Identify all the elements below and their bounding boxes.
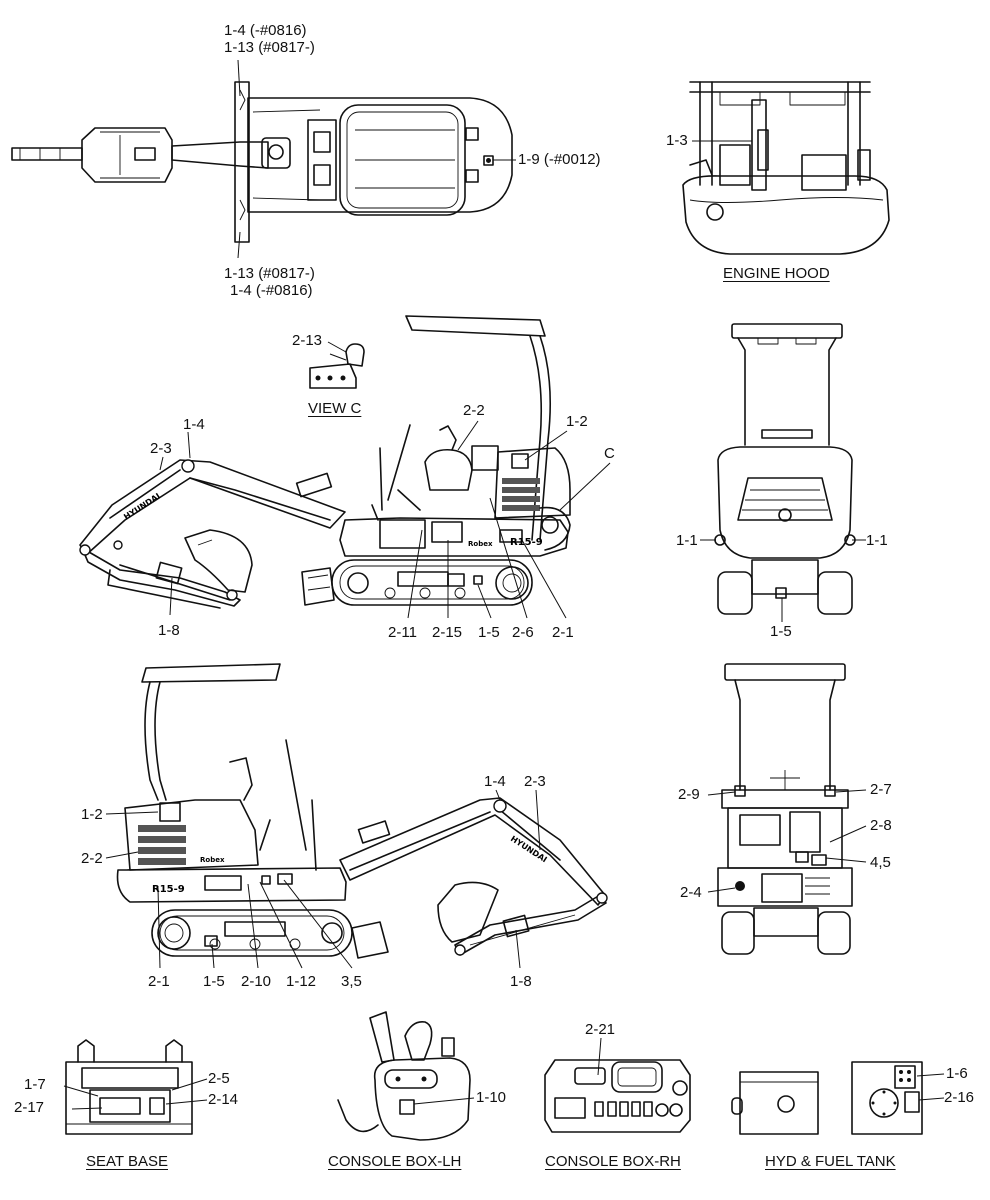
callout-2-4: 2-4: [680, 884, 702, 901]
callout-4-5: 4,5: [870, 854, 891, 871]
top-view-excavator: [11, 59, 516, 259]
callout-1-2-left: 1-2: [81, 806, 103, 823]
callout-1-4-left: 1-4: [484, 773, 506, 790]
view-c-detail: [309, 341, 365, 389]
model-decal-left: R15-9: [152, 884, 185, 895]
engine-hood-view: [682, 81, 890, 255]
console-box-rh-view: [544, 1037, 691, 1133]
callout-2-1-right: 2-1: [552, 624, 574, 641]
callout-1-3: 1-3: [666, 132, 688, 149]
callout-2-13: 2-13: [292, 332, 323, 349]
callout-2-8: 2-8: [870, 817, 892, 834]
callout-1-9: 1-9 (-#0012): [518, 151, 601, 168]
callout-1-6: 1-6: [946, 1065, 968, 1082]
callout-2-3-left: 2-3: [524, 773, 546, 790]
callout-3-5: 3,5: [341, 973, 362, 990]
console-box-lh-view: [337, 1011, 475, 1141]
hyd-fuel-tank-view: [731, 1061, 945, 1135]
callout-1-13-top-a: 1-13 (#0817-): [224, 39, 315, 56]
callout-2-11: 2-11: [388, 624, 417, 641]
callout-1-4-right: 1-4: [183, 416, 205, 433]
callout-1-5-left: 1-5: [203, 973, 225, 990]
seat-base-view: [63, 1039, 208, 1135]
title-hyd-fuel-tank: HYD & FUEL TANK: [765, 1153, 896, 1170]
callout-c: C: [604, 445, 615, 462]
callout-2-16: 2-16: [944, 1089, 975, 1106]
robex-decal-right: Robex: [468, 540, 493, 548]
callout-2-9: 2-9: [678, 786, 700, 803]
callout-1-12: 1-12: [286, 973, 317, 990]
callout-2-14: 2-14: [208, 1091, 239, 1108]
title-view-c: VIEW C: [308, 400, 362, 417]
callout-2-21: 2-21: [585, 1021, 616, 1038]
title-seat-base: SEAT BASE: [86, 1153, 168, 1170]
callout-1-2-right: 1-2: [566, 413, 588, 430]
callout-2-6: 2-6: [512, 624, 534, 641]
callout-2-15: 2-15: [432, 624, 463, 641]
robex-decal-left: Robex: [200, 856, 225, 864]
callout-1-13-top-b: 1-13 (#0817-): [224, 265, 315, 282]
callout-2-3-right: 2-3: [150, 440, 172, 457]
callout-1-4-top-a: 1-4 (-#0816): [224, 22, 307, 39]
callout-1-5-right: 1-5: [478, 624, 500, 641]
callout-2-5: 2-5: [208, 1070, 230, 1087]
right-side-view: [79, 315, 611, 619]
callout-1-8-left: 1-8: [510, 973, 532, 990]
callout-2-1-left: 2-1: [148, 973, 170, 990]
left-side-view: [105, 663, 608, 969]
callout-1-10: 1-10: [476, 1089, 507, 1106]
callout-2-2-right: 2-2: [463, 402, 485, 419]
callout-2-10: 2-10: [241, 973, 272, 990]
callout-1-4-top-b: 1-4 (-#0816): [230, 282, 313, 299]
model-decal-right: R15-9: [510, 537, 543, 548]
callout-1-1-left: 1-1: [676, 532, 698, 549]
title-engine-hood: ENGINE HOOD: [723, 265, 830, 282]
callout-2-7: 2-7: [870, 781, 892, 798]
callout-2-17: 2-17: [14, 1099, 45, 1116]
callout-1-8-right: 1-8: [158, 622, 180, 639]
callout-1-1-right: 1-1: [866, 532, 888, 549]
title-console-box-lh: CONSOLE BOX-LH: [328, 1153, 462, 1170]
front-view: [707, 663, 867, 955]
callout-1-5-rear: 1-5: [770, 623, 792, 640]
rear-view: [700, 323, 866, 622]
callout-2-2-left: 2-2: [81, 850, 103, 867]
callout-1-7: 1-7: [24, 1076, 46, 1093]
title-console-box-rh: CONSOLE BOX-RH: [545, 1153, 681, 1170]
